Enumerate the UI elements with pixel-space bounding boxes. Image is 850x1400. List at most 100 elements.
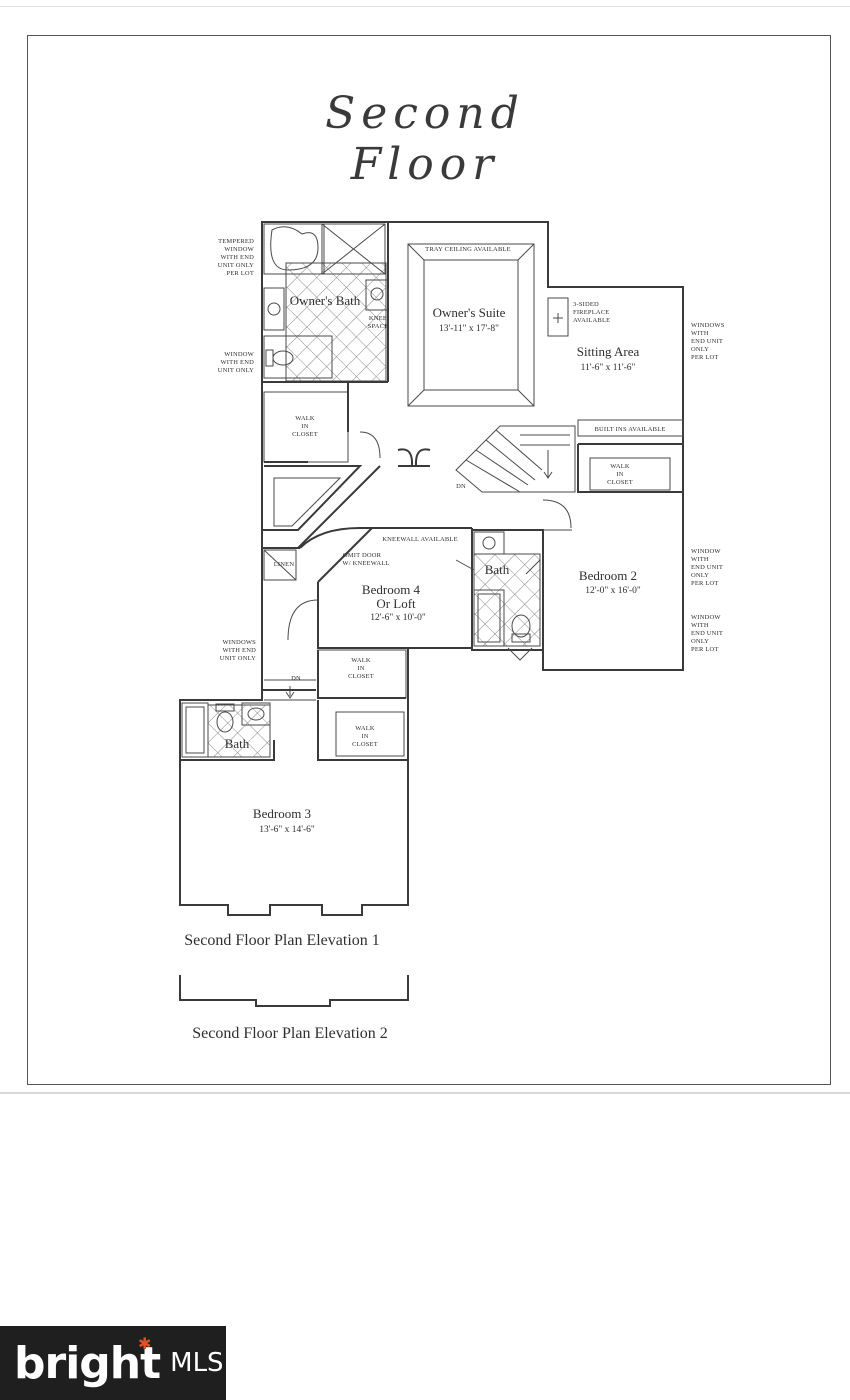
closet-bedroom2-label: WALK IN CLOSET: [607, 463, 633, 486]
svg-text:IN: IN: [361, 733, 368, 740]
tempered-window-note: TEMPERED WINDOW WITH END UNIT ONLY PER L…: [218, 238, 255, 277]
lower-bath-area: [180, 702, 275, 761]
tray-ceiling-note: TRAY CEILING AVAILABLE: [425, 246, 511, 253]
knee-space-note-2: SPACE: [368, 323, 389, 330]
svg-text:IN: IN: [301, 423, 308, 430]
stairs-upper: [455, 425, 576, 493]
lower-landing: [262, 679, 316, 701]
bedroom4-name-line2: Or Loft: [376, 596, 416, 611]
svg-text:CLOSET: CLOSET: [348, 673, 374, 680]
elevation2-outline: [179, 975, 409, 1007]
built-ins-note: BUILT INS AVAILABLE: [594, 426, 665, 433]
svg-text:WITH: WITH: [691, 330, 709, 337]
bedroom2-closet: [577, 443, 683, 493]
svg-text:END UNIT: END UNIT: [691, 630, 723, 637]
scan-bottom-rule: [0, 1092, 850, 1094]
svg-text:UNIT ONLY: UNIT ONLY: [218, 262, 254, 269]
sitting-area-name: Sitting Area: [577, 344, 640, 359]
owners-bath-area: [262, 222, 389, 383]
bedroom2-name: Bedroom 2: [579, 568, 637, 583]
svg-text:ONLY: ONLY: [691, 572, 709, 579]
bedroom3-name: Bedroom 3: [253, 806, 311, 821]
page-frame: [27, 35, 831, 1085]
logo-spark-icon: ✱: [138, 1336, 152, 1353]
floor-title: Second Floor: [325, 88, 525, 190]
svg-text:WALK: WALK: [610, 463, 630, 470]
omit-door-note-2: W/ KNEEWALL: [342, 560, 389, 567]
svg-text:WITH END: WITH END: [220, 359, 254, 366]
window-right-mid-note: WINDOW WITH END UNIT ONLY PER LOT: [691, 548, 723, 587]
built-ins: [577, 419, 684, 437]
svg-text:WINDOWS: WINDOWS: [691, 322, 725, 329]
svg-text:WITH END: WITH END: [220, 254, 254, 261]
window-end-unit-note: WINDOW WITH END UNIT ONLY: [218, 351, 255, 374]
svg-text:WINDOW: WINDOW: [224, 246, 254, 253]
svg-text:PER LOT: PER LOT: [691, 646, 719, 653]
svg-text:CLOSET: CLOSET: [607, 479, 633, 486]
svg-text:UNIT ONLY: UNIT ONLY: [220, 655, 256, 662]
closet-bedroom4-label: WALK IN CLOSET: [348, 657, 374, 680]
linen-closet: [263, 549, 297, 581]
svg-text:UNIT ONLY: UNIT ONLY: [218, 367, 254, 374]
svg-text:PER LOT: PER LOT: [691, 354, 719, 361]
elevation2-caption: Second Floor Plan Elevation 2: [192, 1025, 388, 1042]
svg-text:IN: IN: [616, 471, 623, 478]
svg-text:WINDOW: WINDOW: [691, 614, 721, 621]
fireplace-note-3: AVAILABLE: [573, 317, 610, 324]
owners-closet: [263, 382, 381, 463]
bedroom4-area: [287, 527, 473, 699]
hall-walls: [262, 448, 472, 549]
bath-door-swing: [507, 647, 533, 661]
bright-mls-logo: bright ✱ MLS: [0, 1326, 226, 1400]
kneewall-note: KNEEWALL AVAILABLE: [382, 536, 458, 543]
svg-text:CLOSET: CLOSET: [292, 431, 318, 438]
closet-bedroom3-label: WALK IN CLOSET: [352, 725, 378, 748]
bedroom4-name-line1: Bedroom 4: [362, 582, 421, 597]
svg-text:WALK: WALK: [295, 415, 315, 422]
owners-suite-name: Owner's Suite: [433, 305, 506, 320]
sitting-area-dims: 11'-6" x 11'-6": [581, 363, 636, 373]
svg-text:WITH: WITH: [691, 622, 709, 629]
center-bath-area: [455, 529, 544, 650]
owners-suite-dims: 13'-11" x 17'-8": [439, 324, 499, 334]
svg-text:END UNIT: END UNIT: [691, 564, 723, 571]
lower-bath-name: Bath: [225, 736, 250, 751]
fireplace: [547, 297, 569, 337]
center-bath-name: Bath: [485, 562, 510, 577]
svg-text:WITH END: WITH END: [222, 647, 256, 654]
bedroom3-closet: [317, 700, 408, 761]
svg-text:WINDOWS: WINDOWS: [222, 639, 256, 646]
bedroom3-dims: 13'-6" x 14'-6": [259, 825, 315, 835]
svg-text:CLOSET: CLOSET: [352, 741, 378, 748]
dn-note-upper: DN: [456, 483, 466, 490]
closet-owners-label: WALK IN CLOSET: [292, 415, 318, 438]
exterior-walls: [179, 221, 684, 916]
dn-note-lower: DN: [291, 675, 301, 682]
floor-plan: Owner's Suite 13'-11" x 17'-8" Sitting A…: [179, 221, 725, 1042]
bedroom4-dims: 12'-6" x 10'-0": [370, 613, 426, 623]
svg-text:WALK: WALK: [355, 725, 375, 732]
svg-text:END UNIT: END UNIT: [691, 338, 723, 345]
omit-door-note-1: OMIT DOOR: [343, 552, 382, 559]
fireplace-note-2: FIREPLACE: [573, 309, 609, 316]
window-right-low-note: WINDOW WITH END UNIT ONLY PER LOT: [691, 614, 723, 653]
svg-text:ONLY: ONLY: [691, 638, 709, 645]
logo-mls-text: MLS: [170, 1348, 224, 1378]
svg-text:ONLY: ONLY: [691, 346, 709, 353]
elevation1-caption: Second Floor Plan Elevation 1: [184, 932, 380, 949]
linen-note: LINEN: [274, 561, 295, 568]
windows-end-unit-left-note: WINDOWS WITH END UNIT ONLY: [220, 639, 256, 662]
logo-wordmark: bright: [14, 1337, 161, 1389]
windows-right-top-note: WINDOWS WITH END UNIT ONLY PER LOT: [691, 322, 725, 361]
svg-text:WINDOW: WINDOW: [691, 548, 721, 555]
owners-suite-area: [407, 222, 549, 407]
svg-text:TEMPERED: TEMPERED: [218, 238, 254, 245]
svg-text:IN: IN: [357, 665, 364, 672]
svg-text:PER LOT: PER LOT: [691, 580, 719, 587]
svg-text:WALK: WALK: [351, 657, 371, 664]
fireplace-note-1: 3-SIDED: [573, 301, 599, 308]
scan-top-rule: [0, 6, 850, 7]
svg-text:PER LOT: PER LOT: [226, 270, 254, 277]
owners-bath-name: Owner's Bath: [290, 293, 361, 308]
svg-text:WITH: WITH: [691, 556, 709, 563]
